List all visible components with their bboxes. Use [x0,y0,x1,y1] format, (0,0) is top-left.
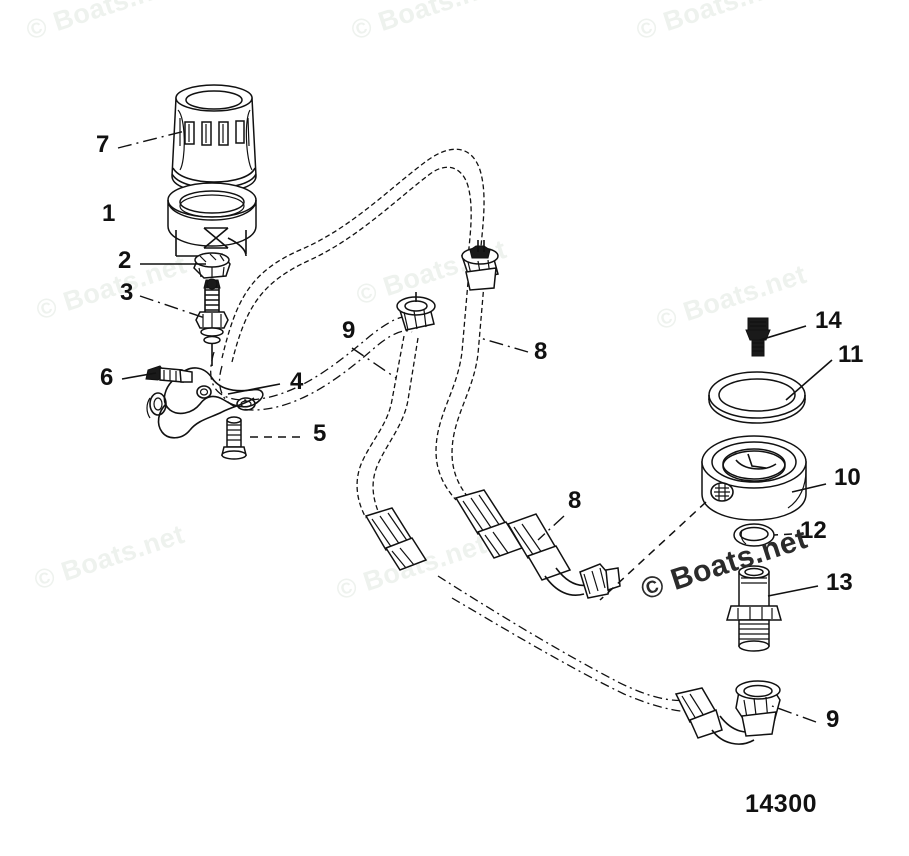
callout-13: 13 [826,569,853,596]
callout-9-lower: 9 [826,706,839,733]
leader-11 [785,359,833,401]
stud-threads [204,288,220,312]
hose-right-descend-b [451,283,485,503]
hose-crimp-left [364,507,428,571]
watermark-text: © Boats.net [33,249,191,326]
stud-bolt [195,278,229,366]
diagram-number: 14300 [745,790,817,818]
callout-14: 14 [815,307,842,334]
watermark-text: © Boats.net [23,0,181,46]
hose-right-descend-a [435,281,469,501]
hose-fitting-mid [396,292,436,331]
callout-9-upper: 9 [342,317,355,344]
hose-mid-outer [210,316,411,401]
leader-13 [767,585,819,597]
callout-6: 6 [100,364,113,391]
leader-6 [121,372,157,380]
hose-assembly [210,148,781,745]
callout-8-lower: 8 [568,487,581,514]
leader-7 [117,130,186,149]
hose-bottom-sweep-b [451,597,695,713]
hose-nipple [726,565,782,652]
hose-fitting-upper-right [461,240,499,291]
o-ring [733,523,775,547]
watermark-text: © Boats.net [31,519,189,596]
leader-4 [227,383,281,395]
leader-lines [117,130,833,723]
leader-3 [139,295,206,319]
callout-2: 2 [118,247,131,274]
hose-upper-outer [221,148,485,359]
leader-10 [791,483,827,493]
hose-left-descend-a [356,335,405,519]
grease-fitting [745,317,771,357]
callout-layer: 7 1 2 3 6 4 5 9 8 8 9 14 11 10 12 13 [96,131,863,733]
filter-label-grooves [179,117,250,147]
oil-filter-canister [171,84,257,193]
watermark-text-dark: © Boats.net [637,522,811,607]
hose-upper-inner [231,166,472,363]
hose-elbow-center [506,513,621,599]
leader-8-upper [479,337,529,353]
callout-1: 1 [102,200,115,227]
leader-9-upper [351,347,397,379]
seal-ring [708,371,806,424]
watermark-text: © Boats.net [633,0,791,46]
hose-left-descend-b [372,337,419,521]
callout-12: 12 [800,517,827,544]
leader-adapter-to-hose [599,501,707,601]
callout-3: 3 [120,279,133,306]
callout-11: 11 [838,341,863,368]
watermark-dark-layer: © Boats.net [637,522,811,607]
callout-7: 7 [96,131,109,158]
callout-4: 4 [290,368,304,395]
fitting-nut [193,252,231,279]
filter-mounting-base [167,182,257,257]
leader-8-lower [537,515,565,541]
leader-9-lower [771,705,817,723]
mounting-bracket [146,367,264,439]
callout-8-upper: 8 [534,338,547,365]
watermark-text: © Boats.net [348,0,506,46]
leader-12 [773,533,793,536]
hose-end-bottom-right [674,680,781,745]
bolt-5 [221,416,247,460]
watermark-text: © Boats.net [653,259,811,336]
leader-14 [759,325,807,341]
callout-5: 5 [313,420,326,447]
callout-10: 10 [834,464,861,491]
hex-nut-bottom [735,680,781,737]
hose-crimp-mid [454,489,524,559]
oil-cooler-adapter [701,435,807,521]
